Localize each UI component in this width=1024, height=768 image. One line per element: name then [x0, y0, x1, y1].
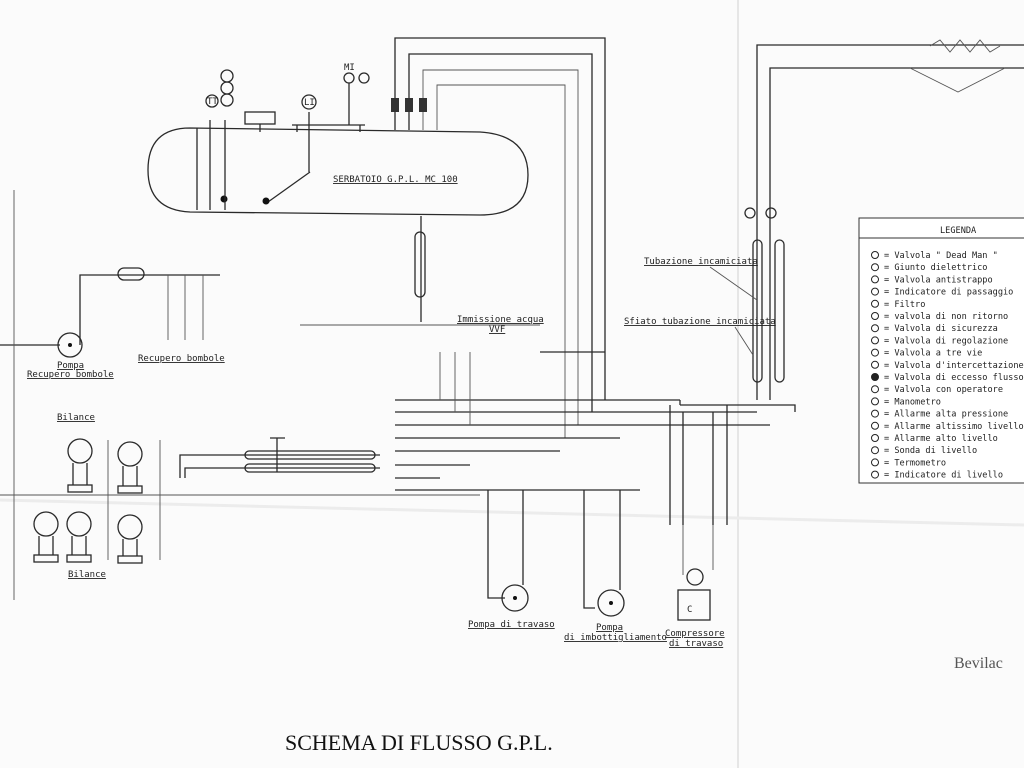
legend-symbol-reg-icon	[871, 336, 879, 345]
legend-item: = Sonda di livello	[884, 446, 977, 456]
tag-mi: MI	[344, 63, 355, 73]
legend-item: = Valvola " Dead Man "	[884, 251, 998, 261]
legend-item: = Termometro	[884, 458, 946, 468]
legend-item: = Valvola di regolazione	[884, 336, 1008, 346]
legend-symbol-filter-icon	[871, 299, 879, 308]
legend-symbol-safety-icon	[871, 324, 879, 333]
scales	[33, 438, 161, 564]
tag-li: LI	[304, 98, 315, 108]
jacketed-lines	[744, 39, 1024, 400]
water-injection-sub: VVF	[489, 325, 505, 335]
scales-label-bottom: Bilance	[68, 570, 106, 580]
legend-item: = Indicatore di passaggio	[884, 288, 1013, 298]
transfer-pump-label: Pompa di travaso	[468, 620, 555, 630]
legend-symbol-gauge-icon	[871, 397, 879, 406]
legend-symbol-circle-icon	[871, 434, 879, 442]
cylinder-recovery	[0, 190, 480, 600]
recovery-cylinders-label: Recupero bombole	[138, 354, 225, 364]
legend-item: = Valvola antistrappo	[884, 275, 993, 285]
lpg-tank: TT LI MI	[147, 63, 529, 322]
company-logo: Bevilac	[954, 655, 1003, 672]
legend-symbol-box-icon	[871, 287, 879, 296]
legend-symbol-circle-icon	[871, 458, 879, 467]
tank-label: SERBATOIO G.P.L. MC 100	[333, 175, 458, 185]
legend-symbol-bowtie-icon	[871, 275, 879, 284]
legend-item: = Giunto dielettrico	[884, 263, 987, 273]
tag-tt: TT	[207, 97, 218, 107]
bottling-pump-sublabel: di imbottigliamento	[564, 633, 667, 643]
diagram-title: SCHEMA DI FLUSSO G.P.L.	[285, 730, 553, 755]
legend-item: = Valvola d'intercettazione	[884, 361, 1024, 371]
legend-item: = Valvola di eccesso flusso	[884, 373, 1024, 383]
compressor-label: Compressore	[665, 629, 725, 639]
legend-item: = Manometro	[884, 397, 941, 407]
jacketed-pipe-label: Tubazione incamiciata	[644, 257, 758, 267]
legend-title: LEGENDA	[940, 226, 977, 236]
legend-item: = Valvola con operatore	[884, 385, 1003, 395]
legend-item: = Valvola di sicurezza	[884, 324, 998, 334]
legend-item: = Filtro	[884, 300, 925, 310]
legend-symbol-circle-icon	[871, 446, 879, 455]
manifold-header	[300, 324, 796, 525]
legend-item: = Valvola a tre vie	[884, 349, 982, 359]
legend-item: = Indicatore di livello	[884, 471, 1003, 481]
legend-symbol-bowtie-icon	[871, 360, 879, 369]
legend-symbol-filled-icon	[871, 373, 879, 381]
legend-item: = valvola di non ritorno	[884, 312, 1008, 322]
pump-recovery-sublabel: Recupero bombole	[27, 370, 114, 380]
fold-line	[0, 498, 1024, 527]
legend-item: = Allarme alto livello	[884, 434, 998, 444]
legend-symbol-dead-man-icon	[871, 251, 879, 259]
compressor-sublabel: di travaso	[669, 639, 723, 649]
legend-item: = Allarme altissimo livello	[884, 422, 1024, 432]
pump-recovery-label: Pompa	[57, 361, 84, 371]
legend-symbol-check-icon	[871, 312, 879, 320]
compressor-symbol: C	[687, 605, 692, 615]
water-injection-label: Immissione acqua	[457, 315, 544, 325]
bottom-pumps: C	[487, 490, 714, 621]
scales-label-top: Bilance	[57, 413, 95, 423]
legend-symbol-three-icon	[871, 348, 879, 357]
legend: LEGENDA = Valvola " Dead Man " = Giunto d…	[858, 217, 1024, 484]
bottling-pump-label: Pompa	[596, 623, 623, 633]
legend-item: = Allarme alta pressione	[884, 410, 1008, 420]
legend-symbol-circle-icon	[871, 409, 879, 418]
tank-outlet-lines	[391, 37, 606, 438]
legend-symbol-circle-icon	[871, 421, 879, 430]
legend-symbol-circle-icon	[871, 470, 879, 479]
jacketed-vent-label: Sfiato tubazione incamiciata	[624, 317, 776, 327]
liquid-gas-lines	[179, 437, 380, 478]
legend-symbol-box-icon	[871, 385, 879, 394]
legend-symbol-dot-icon	[871, 263, 879, 272]
